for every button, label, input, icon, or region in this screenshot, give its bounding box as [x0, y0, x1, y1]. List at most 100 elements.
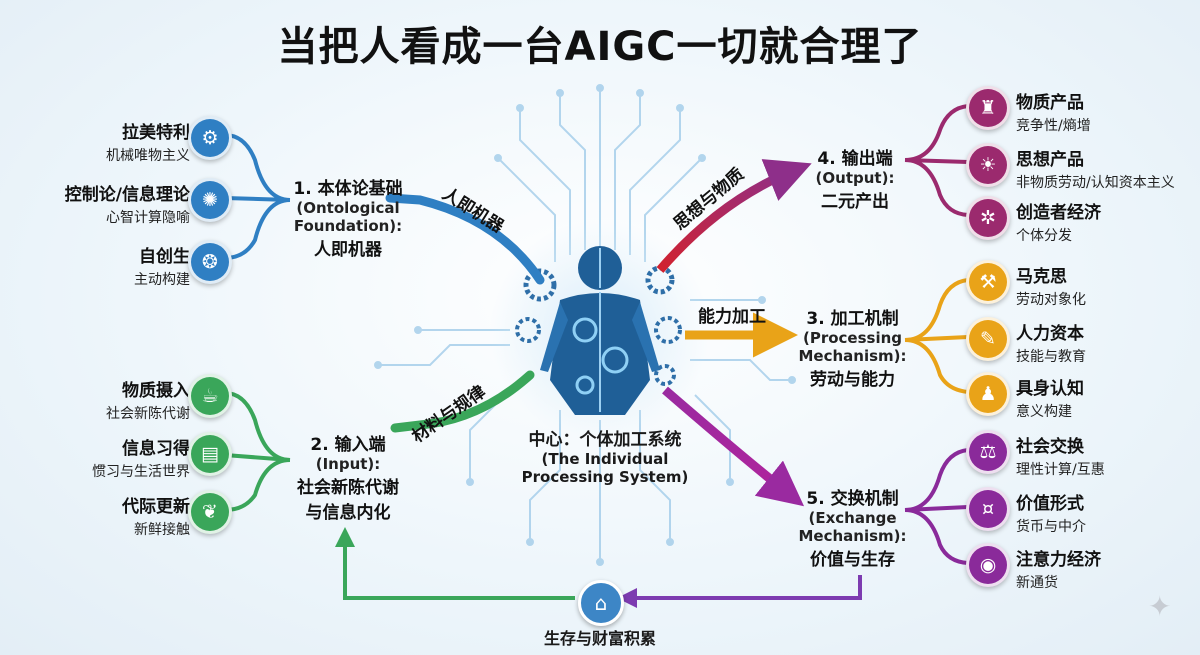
node-title: 4. 输出端 — [817, 149, 893, 169]
scale-icon: ⚖ — [966, 430, 1010, 474]
leaf-cybernetics: 控制论/信息理论 心智计算隐喻 — [0, 180, 190, 227]
node-exchange: 5. 交换机制 (Exchange Mechanism): 价值与生存 — [790, 484, 915, 570]
leaf-subtitle: 劳动对象化 — [1016, 292, 1086, 308]
wealth-loop-right — [617, 575, 862, 608]
center-title: 中心：个体加工系统 — [528, 430, 682, 450]
node-english: (Exchange — [808, 509, 897, 527]
node-input: 2. 输入端 (Input): 社会新陈代谢 与信息内化 — [278, 430, 418, 523]
gear-icon: ⚙ — [188, 116, 232, 160]
central-figure — [490, 220, 710, 440]
leaf-social-exchange: 社会交换 理性计算/互惠 — [1016, 432, 1200, 479]
wealth-loop-left — [335, 527, 575, 600]
leaf-title: 价值形式 — [1016, 494, 1084, 514]
node-english: Mechanism): — [798, 347, 907, 365]
leaf-subtitle: 技能与教育 — [1016, 349, 1086, 365]
network-icon: ✲ — [966, 196, 1010, 240]
leaf-material-intake: 物质摄入 社会新陈代谢 — [0, 376, 190, 423]
cell-icon: ❂ — [188, 240, 232, 284]
leaf-value-form: 价值形式 货币与中介 — [1016, 489, 1200, 536]
leaf-human-capital: 人力资本 技能与教育 — [1016, 319, 1200, 366]
leaf-title: 信息习得 — [122, 439, 190, 459]
leaf-title: 创造者经济 — [1016, 203, 1101, 223]
node-summary: 二元产出 — [821, 192, 889, 212]
node-english: (Ontological — [296, 199, 400, 217]
leaf-title: 代际更新 — [122, 497, 190, 517]
node-english: (Input): — [315, 455, 381, 473]
leaf-title: 自创生 — [139, 247, 190, 267]
node-english: Foundation): — [293, 217, 403, 235]
leaf-generational: 代际更新 新鲜接触 — [0, 492, 190, 539]
leaf-title: 控制论/信息理论 — [64, 185, 190, 205]
edge-label-processing: 能力加工 — [698, 307, 766, 327]
leaf-subtitle: 新鲜接触 — [134, 522, 190, 538]
node-processing: 3. 加工机制 (Processing Mechanism): 劳动与能力 — [790, 304, 915, 390]
leaf-title: 具身认知 — [1016, 379, 1084, 399]
leaf-title: 社会交换 — [1016, 437, 1084, 457]
hammer-icon: ⚒ — [966, 260, 1010, 304]
node-summary: 与信息内化 — [305, 503, 391, 523]
leaf-subtitle: 理性计算/互惠 — [1016, 462, 1105, 478]
leaf-creator-economy: 创造者经济 个体分发 — [1016, 198, 1200, 245]
food-icon: ☕ — [188, 374, 232, 418]
leaf-info-acquisition: 信息习得 惯习与生活世界 — [0, 434, 190, 481]
ontology-branch — [385, 193, 545, 285]
leaf-title: 注意力经济 — [1016, 550, 1101, 570]
leaf-subtitle: 惯习与生活世界 — [92, 464, 190, 480]
leaf-subtitle: 主动构建 — [134, 272, 190, 288]
body-icon: ♟ — [966, 372, 1010, 416]
leaf-subtitle: 个体分发 — [1016, 228, 1072, 244]
output-arrow — [656, 159, 812, 273]
leaf-subtitle: 新通货 — [1016, 575, 1058, 591]
graduation-icon: ✎ — [966, 317, 1010, 361]
processing-fan — [904, 278, 969, 394]
node-english: Mechanism): — [798, 527, 907, 545]
money-icon: ¤ — [966, 487, 1010, 531]
circuit-brain-icon: ✺ — [188, 178, 232, 222]
leaf-idea-products: 思想产品 非物质劳动/认知资本主义 — [1016, 145, 1200, 192]
leaf-subtitle: 社会新陈代谢 — [106, 406, 190, 422]
node-title: 1. 本体论基础 — [293, 179, 403, 199]
leaf-title: 物质产品 — [1016, 93, 1084, 113]
leaf-subtitle: 非物质劳动/认知资本主义 — [1016, 175, 1175, 191]
leaf-subtitle: 机械唯物主义 — [106, 148, 190, 164]
factory-icon: ♜ — [966, 86, 1010, 130]
wealth-label: 生存与财富积累 — [543, 629, 656, 648]
exchange-fan — [904, 448, 969, 565]
leaf-title: 人力资本 — [1016, 324, 1084, 344]
input-branch — [390, 370, 535, 433]
leaf-marx: 马克思 劳动对象化 — [1016, 262, 1200, 309]
leaf-embodied-cognition: 具身认知 意义构建 — [1016, 374, 1200, 421]
sparkle-icon: ✦ — [1148, 590, 1172, 623]
node-output: 4. 输出端 (Output): 二元产出 — [800, 144, 910, 212]
leaf-subtitle: 货币与中介 — [1016, 519, 1086, 535]
leaf-title: 马克思 — [1016, 267, 1067, 287]
node-summary: 劳动与能力 — [810, 370, 895, 390]
leaf-title: 思想产品 — [1016, 150, 1084, 170]
node-summary: 人即机器 — [314, 240, 382, 260]
node-summary: 社会新陈代谢 — [297, 478, 399, 498]
leaf-subtitle: 竞争性/熵增 — [1016, 118, 1091, 134]
page-title: 当把人看成一台AIGC一切就合理了 — [277, 24, 923, 70]
node-title: 2. 输入端 — [310, 435, 386, 455]
leaf-subtitle: 心智计算隐喻 — [106, 210, 190, 226]
node-english: (Output): — [815, 169, 895, 187]
node-english: (Processing — [802, 329, 903, 347]
output-fan — [904, 104, 969, 217]
leaf-title: 拉美特利 — [122, 123, 190, 143]
leaf-attention-economy: 注意力经济 新通货 — [1016, 545, 1200, 592]
leaf-title: 物质摄入 — [122, 381, 190, 401]
house-money-icon: ⌂ — [578, 580, 624, 626]
leaf-subtitle: 意义构建 — [1016, 404, 1072, 420]
leaf-la-mettrie: 拉美特利 机械唯物主义 — [0, 118, 190, 165]
leaf-material-products: 物质产品 竞争性/熵增 — [1016, 88, 1200, 135]
center-subtitle-1: (The Individual — [541, 450, 669, 468]
exchange-arrow — [662, 386, 805, 507]
lightbulb-icon: ☀ — [966, 143, 1010, 187]
eye-icon: ◉ — [966, 543, 1010, 587]
center-label: 中心：个体加工系统 (The Individual Processing Sys… — [500, 425, 710, 486]
node-title: 5. 交换机制 — [806, 489, 899, 509]
center-subtitle-2: Processing System) — [521, 468, 689, 486]
leaf-autopoiesis: 自创生 主动构建 — [0, 242, 190, 289]
node-summary: 价值与生存 — [810, 550, 895, 570]
